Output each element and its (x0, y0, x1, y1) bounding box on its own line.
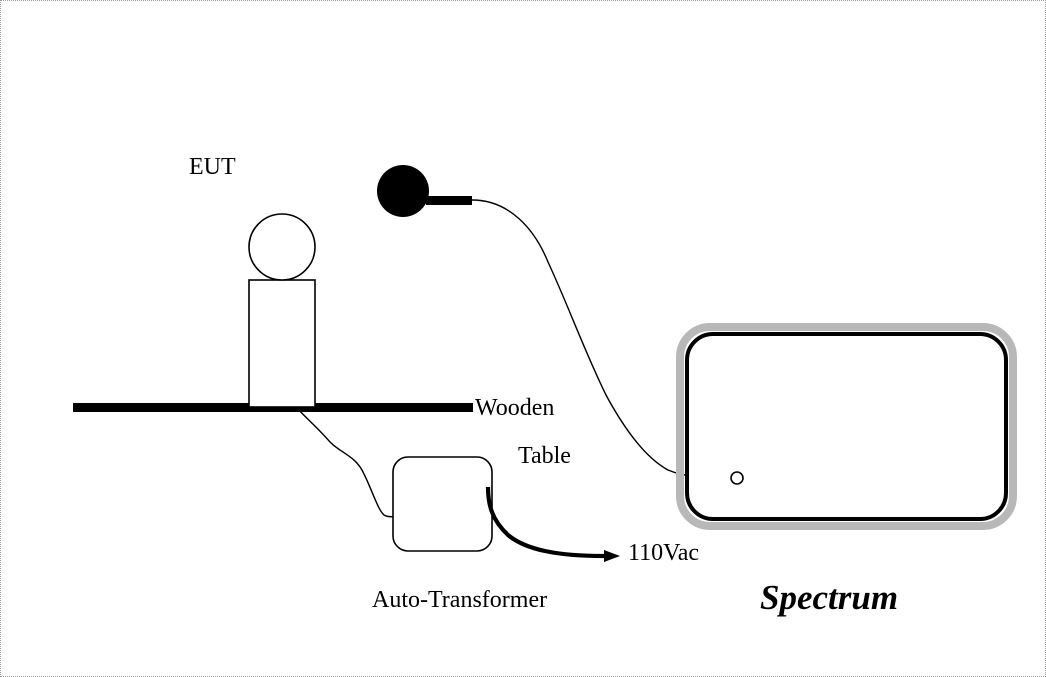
spectrum-analyzer-halo (676, 323, 1017, 530)
eut-power-cable (296, 407, 407, 521)
eut-label: EUT (189, 154, 236, 180)
voltage-label: 110Vac (628, 540, 700, 566)
table-label: Table (518, 443, 571, 469)
spectrum-input-port (730, 471, 744, 485)
eut-body (248, 279, 316, 408)
probe-ball (377, 165, 429, 217)
auto-transformer-box (392, 456, 493, 552)
auto-transformer-label: Auto-Transformer (372, 587, 548, 613)
probe-handle (426, 196, 472, 205)
wooden-label: Wooden (475, 395, 555, 421)
eut-head (248, 213, 316, 281)
mains-output-cable (485, 486, 605, 559)
mains-arrow-head (604, 550, 620, 562)
spectrum-label: Spectrum (760, 578, 899, 617)
spectrum-analyzer-box (685, 332, 1008, 521)
